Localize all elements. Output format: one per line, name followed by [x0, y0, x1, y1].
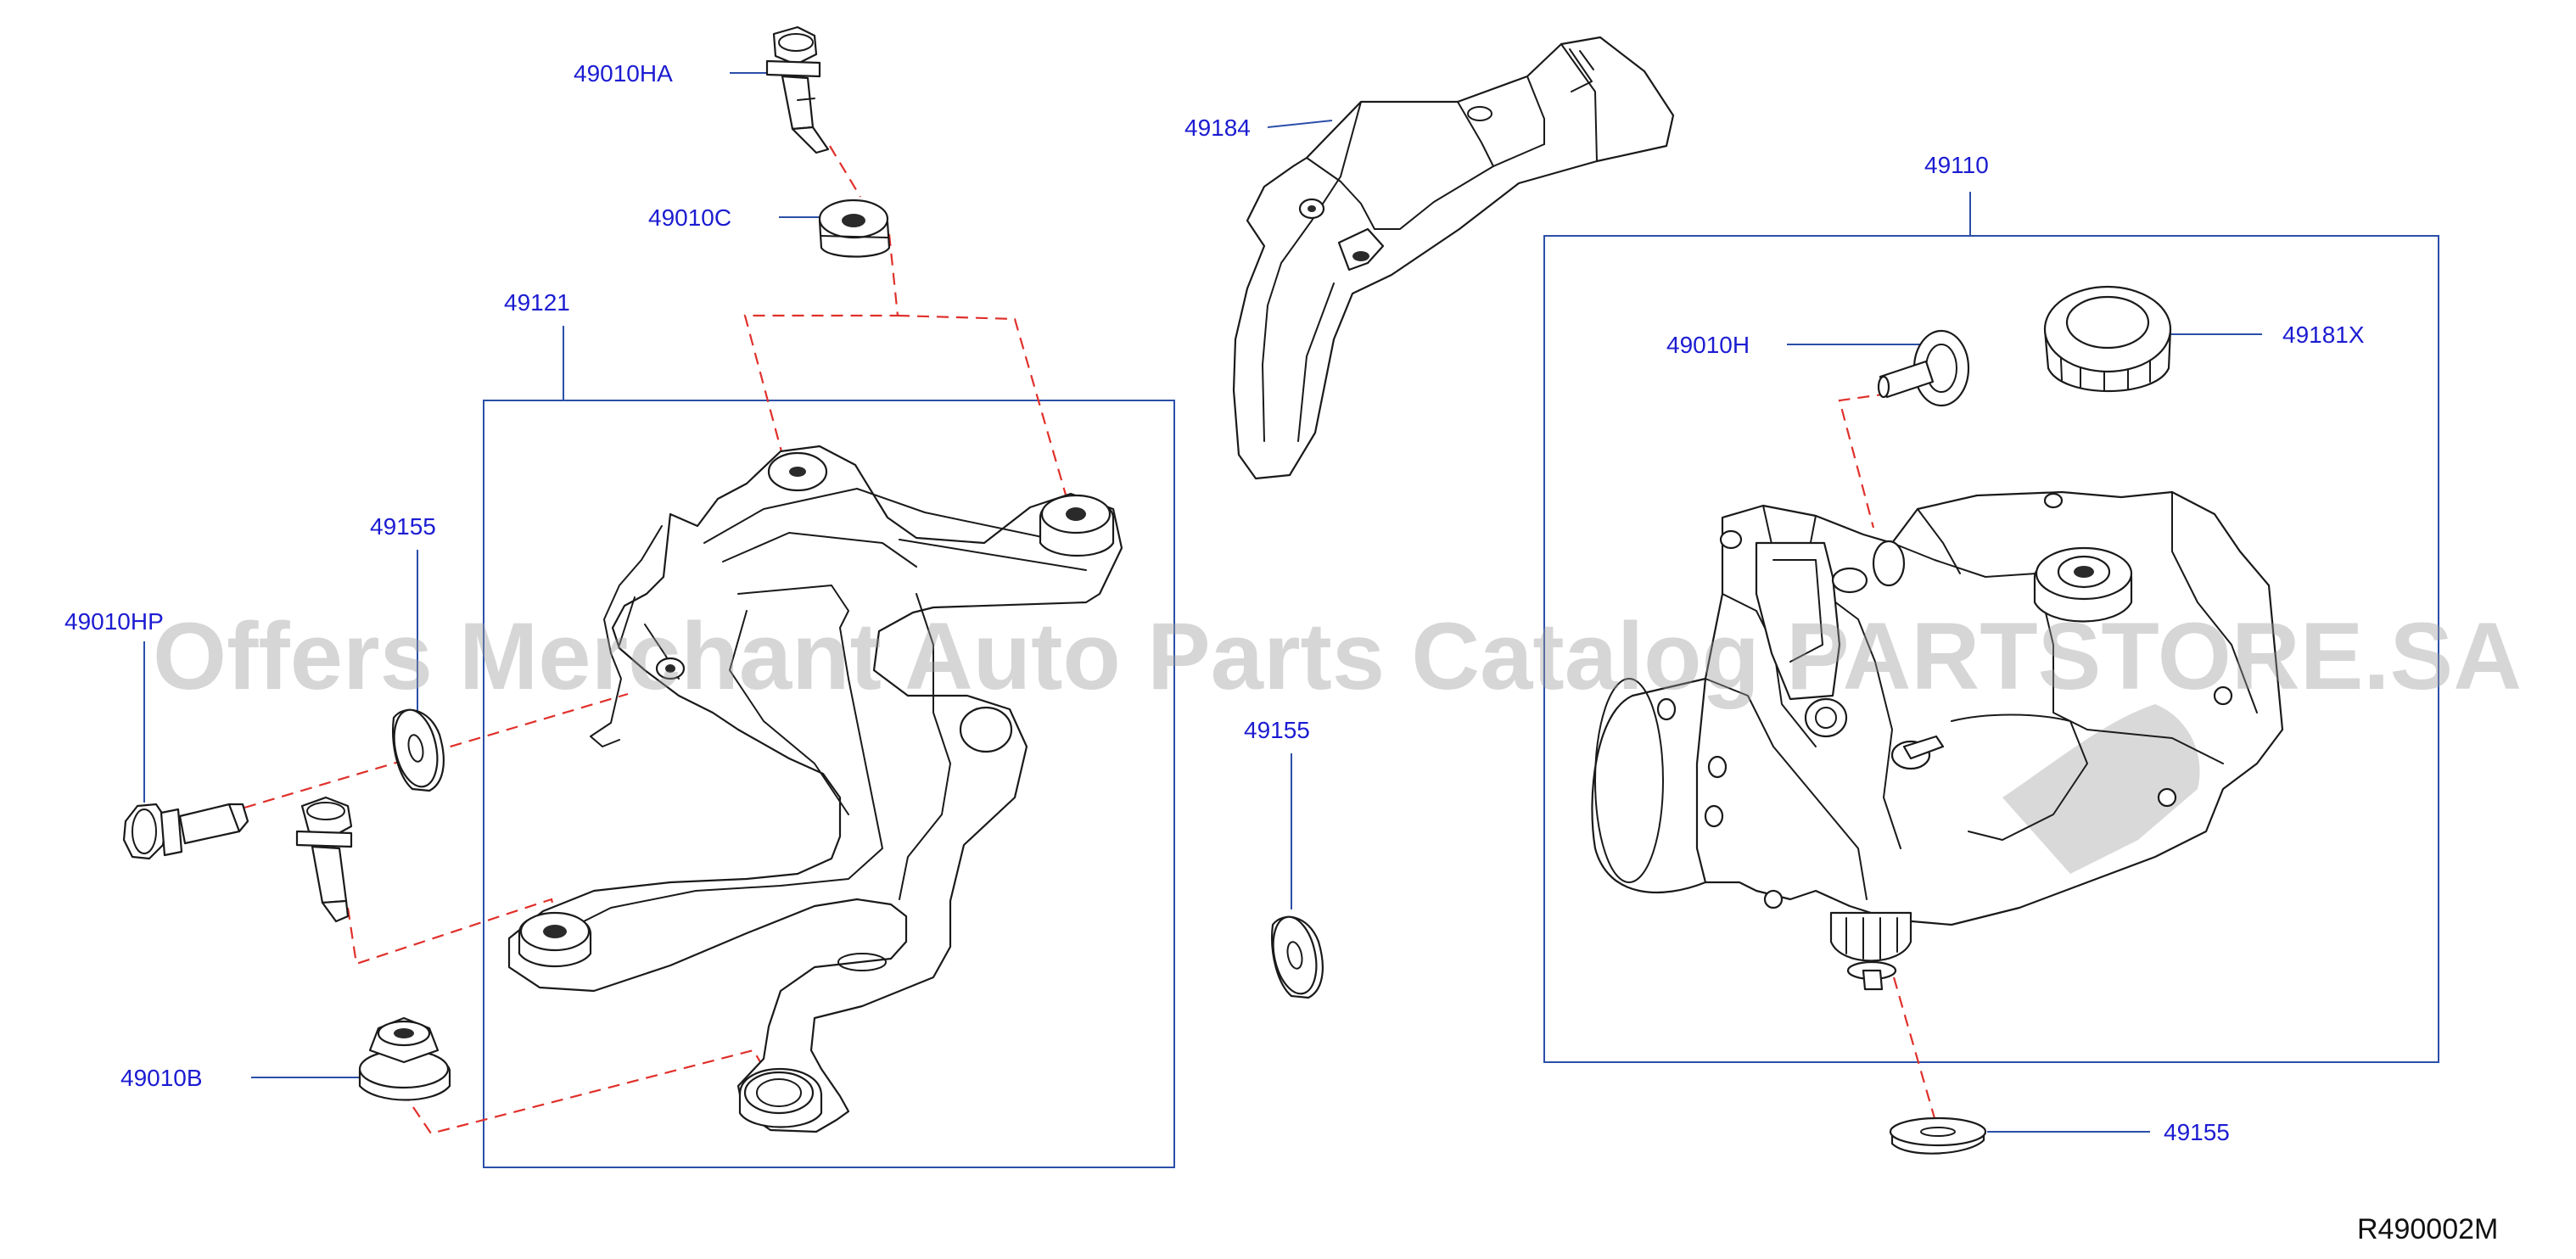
part-labels: 49010HA 49010C 49121 49155 49010HP 49010…: [64, 60, 2365, 1145]
actuator-assembly: [1591, 490, 2284, 991]
label-cover: 49184: [1184, 115, 1251, 141]
reservoir-cap: [2043, 285, 2172, 393]
label-washer-bottom: 49155: [2164, 1119, 2230, 1145]
actuator-group-box: [1543, 235, 2439, 1063]
bolt-left: [122, 803, 249, 860]
watermark: Offers Merchant Auto Parts Catalog PARTS…: [153, 603, 2522, 709]
bolt-middle: [295, 796, 353, 923]
label-nut-left: 49010B: [120, 1065, 203, 1091]
bracket-group-box: [483, 400, 1175, 1168]
washer-center: [1271, 915, 1324, 999]
label-bolt-top: 49010HA: [574, 60, 673, 87]
label-stud: 49010H: [1666, 332, 1750, 358]
stud: [1877, 329, 1970, 407]
flange-nut: [358, 1016, 451, 1101]
label-bracket: 49121: [504, 289, 570, 316]
label-washer-center: 49155: [1244, 717, 1310, 743]
label-bolt-left: 49010HP: [64, 608, 164, 635]
actuator-cover: [1232, 36, 1675, 480]
grommet-top: [818, 199, 891, 258]
label-grommet-top: 49010C: [648, 204, 731, 231]
label-actuator-assembly: 49110: [1924, 152, 1989, 178]
label-washer-left: 49155: [370, 513, 436, 540]
label-cap: 49181X: [2282, 322, 2365, 348]
abs-bracket: [507, 445, 1123, 1133]
washer-bottom: [1889, 1116, 1987, 1155]
diagram-reference-code: R490002M: [2357, 1213, 2498, 1245]
bolt-top: [765, 25, 830, 154]
leader-lines: [143, 72, 2262, 1133]
washer-left: [392, 708, 445, 792]
